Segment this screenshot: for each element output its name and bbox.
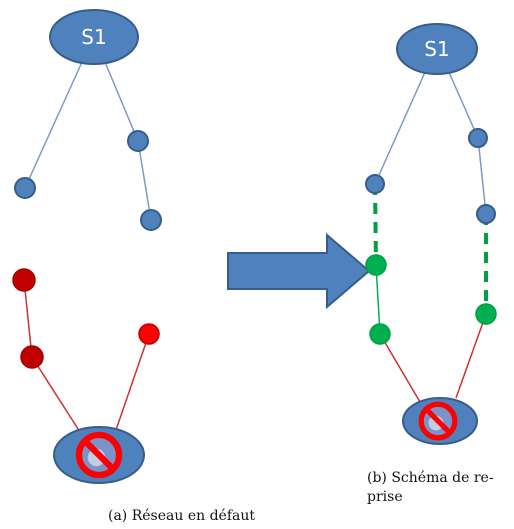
root-node-b: S1: [396, 23, 478, 75]
caption-panel-b-line2: prise: [367, 489, 403, 505]
link-a-red-upper: [23, 279, 33, 358]
link-a-root-right: [104, 61, 139, 142]
node-a-red-middle: [20, 345, 44, 369]
link-a-red-to-source-right: [115, 333, 150, 431]
node-a-blue-right-upper: [127, 130, 149, 152]
node-a-red-right: [138, 323, 160, 345]
root-label-b: S1: [424, 37, 449, 61]
caption-panel-b: (b) Schéma de re- prise: [367, 469, 514, 507]
caption-panel-a: (a) Réseau en défaut: [108, 508, 255, 524]
node-a-blue-right-lower: [140, 209, 162, 231]
link-b-red-right: [455, 313, 487, 399]
node-b-green-upper: [365, 254, 387, 276]
source-node-b: [402, 397, 478, 445]
link-a-root-left: [24, 61, 83, 189]
link-b-root-right: [447, 69, 479, 139]
panel-b: S1: [365, 23, 497, 445]
caption-panel-b-line1: (b) Schéma de re-: [367, 470, 494, 486]
root-label-a: S1: [81, 25, 106, 49]
panel-a: S1: [12, 9, 162, 484]
root-node-a: S1: [49, 9, 139, 65]
link-b-backup-left: [373, 183, 378, 266]
link-a-right-lower: [137, 140, 152, 221]
link-b-red-left: [379, 333, 421, 403]
link-b-root-left: [374, 69, 427, 185]
forbidden-sign-icon: [79, 435, 119, 475]
forbidden-sign-icon: [421, 404, 455, 438]
node-b-blue-right-lower: [476, 204, 496, 224]
node-a-blue-left: [14, 177, 36, 199]
link-b-right-lower: [477, 137, 487, 215]
node-b-blue-right-upper: [468, 128, 488, 148]
node-b-blue-left: [365, 174, 385, 194]
node-b-green-right: [475, 303, 497, 325]
right-arrow-icon: [227, 232, 371, 310]
link-a-red-to-source-left: [31, 356, 81, 433]
link-b-green: [375, 264, 381, 335]
node-a-red-upper: [12, 268, 36, 292]
node-b-green-lower: [369, 323, 391, 345]
source-node-a: [53, 426, 145, 484]
